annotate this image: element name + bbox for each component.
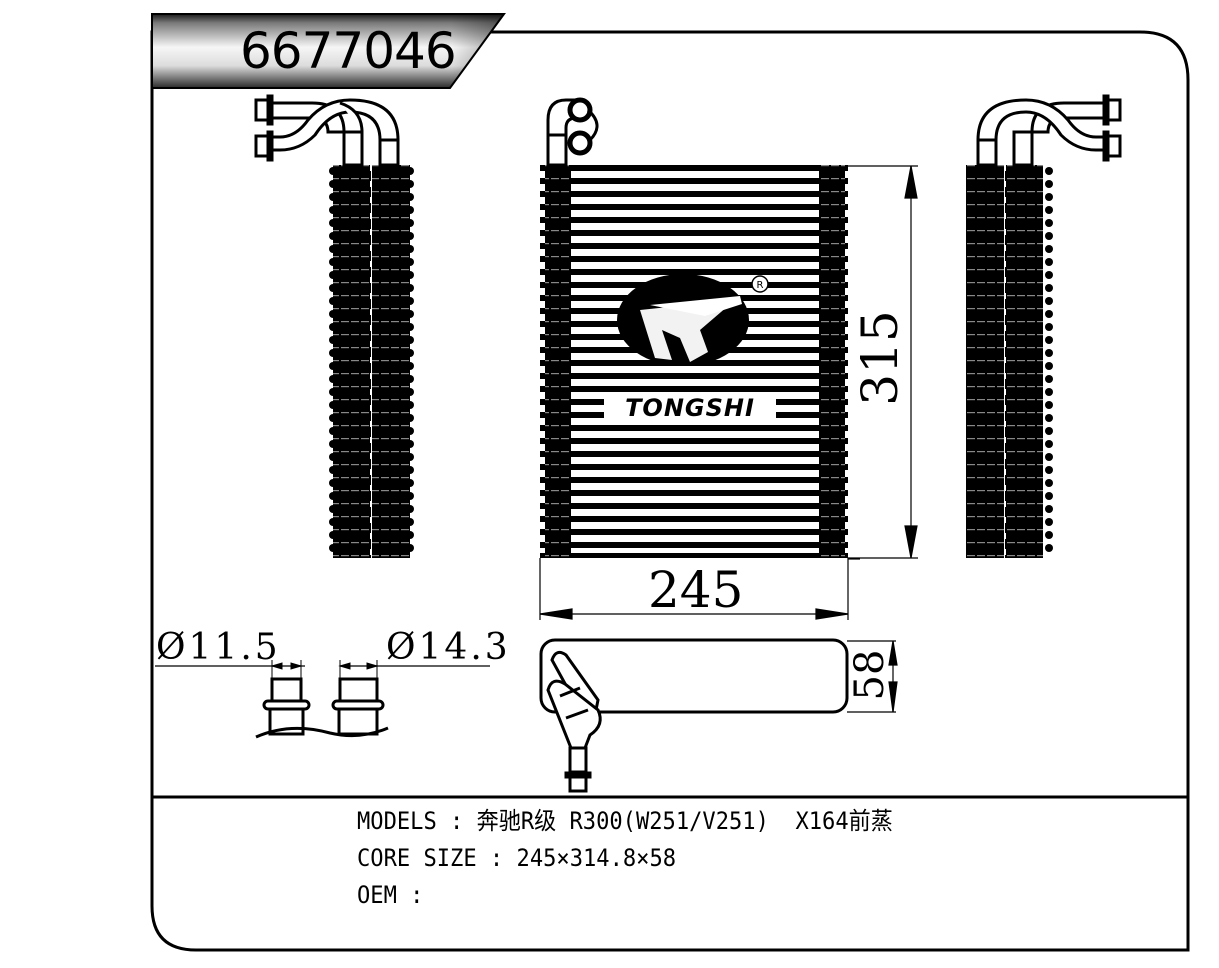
dimension-depth-label: 58 [847, 649, 893, 701]
drawing-frame [150, 30, 1190, 952]
right-side-view [966, 94, 1122, 558]
core-size-label: CORE SIZE [357, 844, 477, 872]
oem-label: OEM [357, 881, 397, 909]
pipe-diameter-small-label: Ø11.5 [156, 627, 281, 668]
logo-wordmark: TONGSHI [625, 394, 755, 422]
part-number: 6677046 [240, 22, 457, 80]
pipe-diameter-large-label: Ø14.3 [386, 627, 511, 668]
pipe-fitting-detail [155, 660, 490, 739]
svg-text:R: R [757, 280, 764, 291]
tongshi-logo: R TONGSHI [604, 274, 776, 422]
spec-models: MODELS : 奔驰R级 R300(W251/V251) X164前蒸 [357, 807, 893, 835]
dimension-height [848, 165, 918, 559]
top-view [539, 638, 898, 793]
spec-block: MODELS : 奔驰R级 R300(W251/V251) X164前蒸 COR… [357, 803, 893, 914]
models-value: 奔驰R级 R300(W251/V251) X164前蒸 [476, 807, 893, 835]
models-label: MODELS [357, 807, 437, 835]
front-view-pipes [546, 97, 599, 167]
part-number-tab [151, 13, 520, 89]
dimension-width-label: 245 [648, 561, 744, 619]
dimension-width [539, 558, 860, 620]
spec-core-size: CORE SIZE : 245×314.8×58 [357, 844, 677, 872]
core-size-value: 245×314.8×58 [516, 844, 677, 872]
left-side-view [254, 94, 1053, 558]
spec-oem: OEM : [357, 881, 437, 909]
dimension-height-label: 315 [851, 310, 909, 406]
